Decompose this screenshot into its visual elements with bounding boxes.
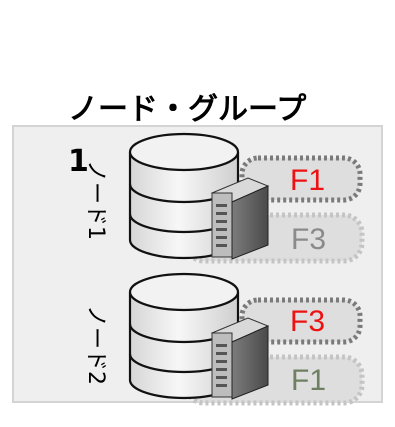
- node-2-label: ノード2: [83, 305, 108, 385]
- fragment-label-f1-node1: F1: [290, 164, 326, 197]
- fragment-label-f3-node1: F3: [291, 223, 327, 256]
- fragment-frame-f3-node2: [239, 297, 363, 345]
- server-icon: [210, 317, 270, 400]
- node-1-label: ノード1: [83, 160, 108, 240]
- server-icon: [210, 177, 270, 260]
- fragment-frame-f1-node1: [239, 155, 363, 203]
- fragment-label-f3-node2: F3: [290, 305, 326, 338]
- fragment-label-f1-node2: F1: [291, 364, 327, 397]
- database-icon: [128, 132, 240, 260]
- node-group-title: ノード・グループ1: [68, 92, 307, 179]
